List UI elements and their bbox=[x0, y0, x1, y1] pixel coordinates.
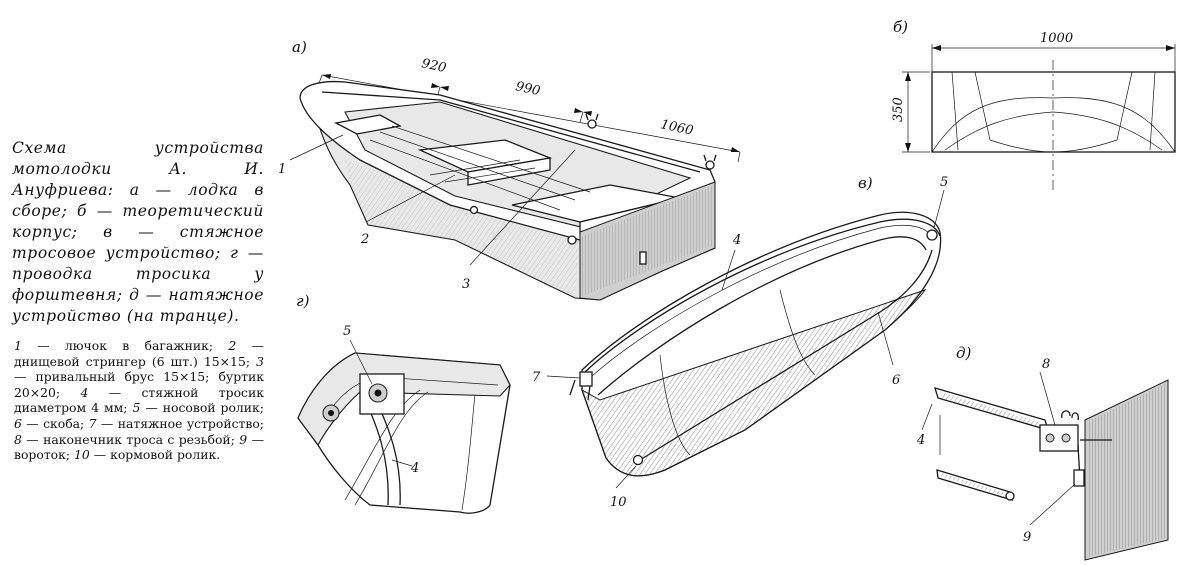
panel-g-stem-routing: г) 5 4 bbox=[296, 292, 511, 514]
dim-920: 920 bbox=[420, 56, 447, 76]
bow-roller bbox=[926, 229, 938, 241]
v-callout-10: 10 bbox=[610, 495, 627, 510]
tension-cable bbox=[584, 218, 941, 373]
dim-350: 350 bbox=[891, 97, 906, 122]
panel-a-assembled-boat: а) 920 990 1060 bbox=[278, 38, 741, 301]
legend-item-7: 7 — натяжное устройство; bbox=[88, 415, 264, 431]
legend-item-6: 6 — скоба; bbox=[14, 415, 85, 431]
v-callout-4: 4 bbox=[732, 233, 741, 248]
tension-fittings bbox=[469, 113, 717, 265]
v-callout-7: 7 bbox=[532, 370, 541, 385]
legend-item-3: 3 — привальный брус 15×15; буртик 20×20; bbox=[14, 353, 264, 400]
panel-d-transom-tensioner: д) 8 4 9 bbox=[916, 344, 1169, 561]
dim-990: 990 bbox=[514, 79, 541, 99]
dim-1000: 1000 bbox=[1040, 31, 1073, 46]
legend-item-10: 10 — кормовой ролик. bbox=[74, 447, 221, 463]
legend-item-9: 9 — вороток; bbox=[14, 431, 264, 463]
panel-b-theoretical-hull: б) 1000 350 bbox=[891, 18, 1176, 190]
legend-item-2: 2 — днищевой стрингер (6 шт.) 15×15; bbox=[14, 338, 264, 369]
stern-roller bbox=[632, 454, 644, 466]
panel-g-label: г) bbox=[296, 292, 310, 310]
v-callout-6: 6 bbox=[892, 373, 900, 388]
panel-d-label: д) bbox=[956, 344, 972, 362]
panel-a-label: а) bbox=[292, 38, 307, 56]
panel-v-cable-device: в) 4 5 6 7 10 bbox=[532, 174, 948, 510]
d-callout-8: 8 bbox=[1042, 357, 1050, 372]
forward-hatch bbox=[334, 114, 402, 135]
d-callout-9: 9 bbox=[1023, 530, 1031, 545]
legend-item-8: 8 — наконечник троса с резьбой; bbox=[14, 431, 235, 447]
hull-shading bbox=[345, 160, 580, 298]
bottom-stringers bbox=[369, 125, 591, 211]
callout-1: 1 bbox=[278, 162, 286, 177]
legend-item-5: 5 — носовой ролик; bbox=[132, 400, 264, 416]
cable-end-fitting bbox=[1061, 410, 1079, 421]
figure-legend: 1 — лючок в багажник; 2 — днищевой стрин… bbox=[14, 338, 264, 463]
panel-b-label: б) bbox=[893, 18, 908, 36]
callout-3: 3 bbox=[462, 277, 470, 292]
callout-2: 2 bbox=[360, 232, 369, 247]
g-callout-5: 5 bbox=[343, 324, 351, 339]
g-callout-4: 4 bbox=[410, 461, 419, 476]
v-callout-5: 5 bbox=[940, 175, 948, 190]
dim-1060: 1060 bbox=[659, 117, 694, 139]
panel-v-label: в) bbox=[858, 174, 873, 192]
legend-item-4: 4 — стяжной тросик диаметром 4 мм; bbox=[14, 384, 264, 416]
d-callout-4: 4 bbox=[916, 433, 925, 448]
tension-device bbox=[579, 371, 593, 387]
length-dimensions: 920 990 1060 bbox=[317, 56, 741, 163]
legend-item-1: 1 — лючок в багажник; bbox=[14, 338, 214, 353]
figure-caption: Схема устройства мотолодки А. И. Ануфрие… bbox=[12, 139, 264, 325]
